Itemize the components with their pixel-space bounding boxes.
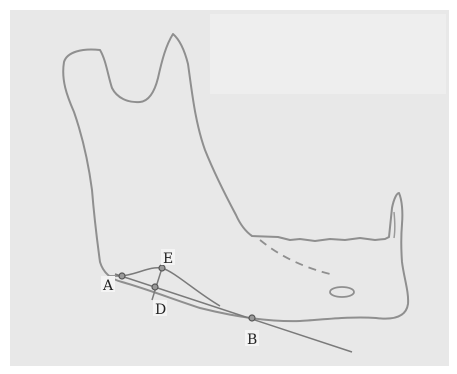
point-A [119,273,125,279]
coronoid-inner-line [394,212,395,238]
label-A: A [102,278,114,294]
label-B: B [247,332,257,348]
label-E: E [163,251,173,267]
paper-highlight [210,14,446,94]
label-D: D [155,302,166,318]
point-D [152,284,158,290]
point-B [249,315,255,321]
